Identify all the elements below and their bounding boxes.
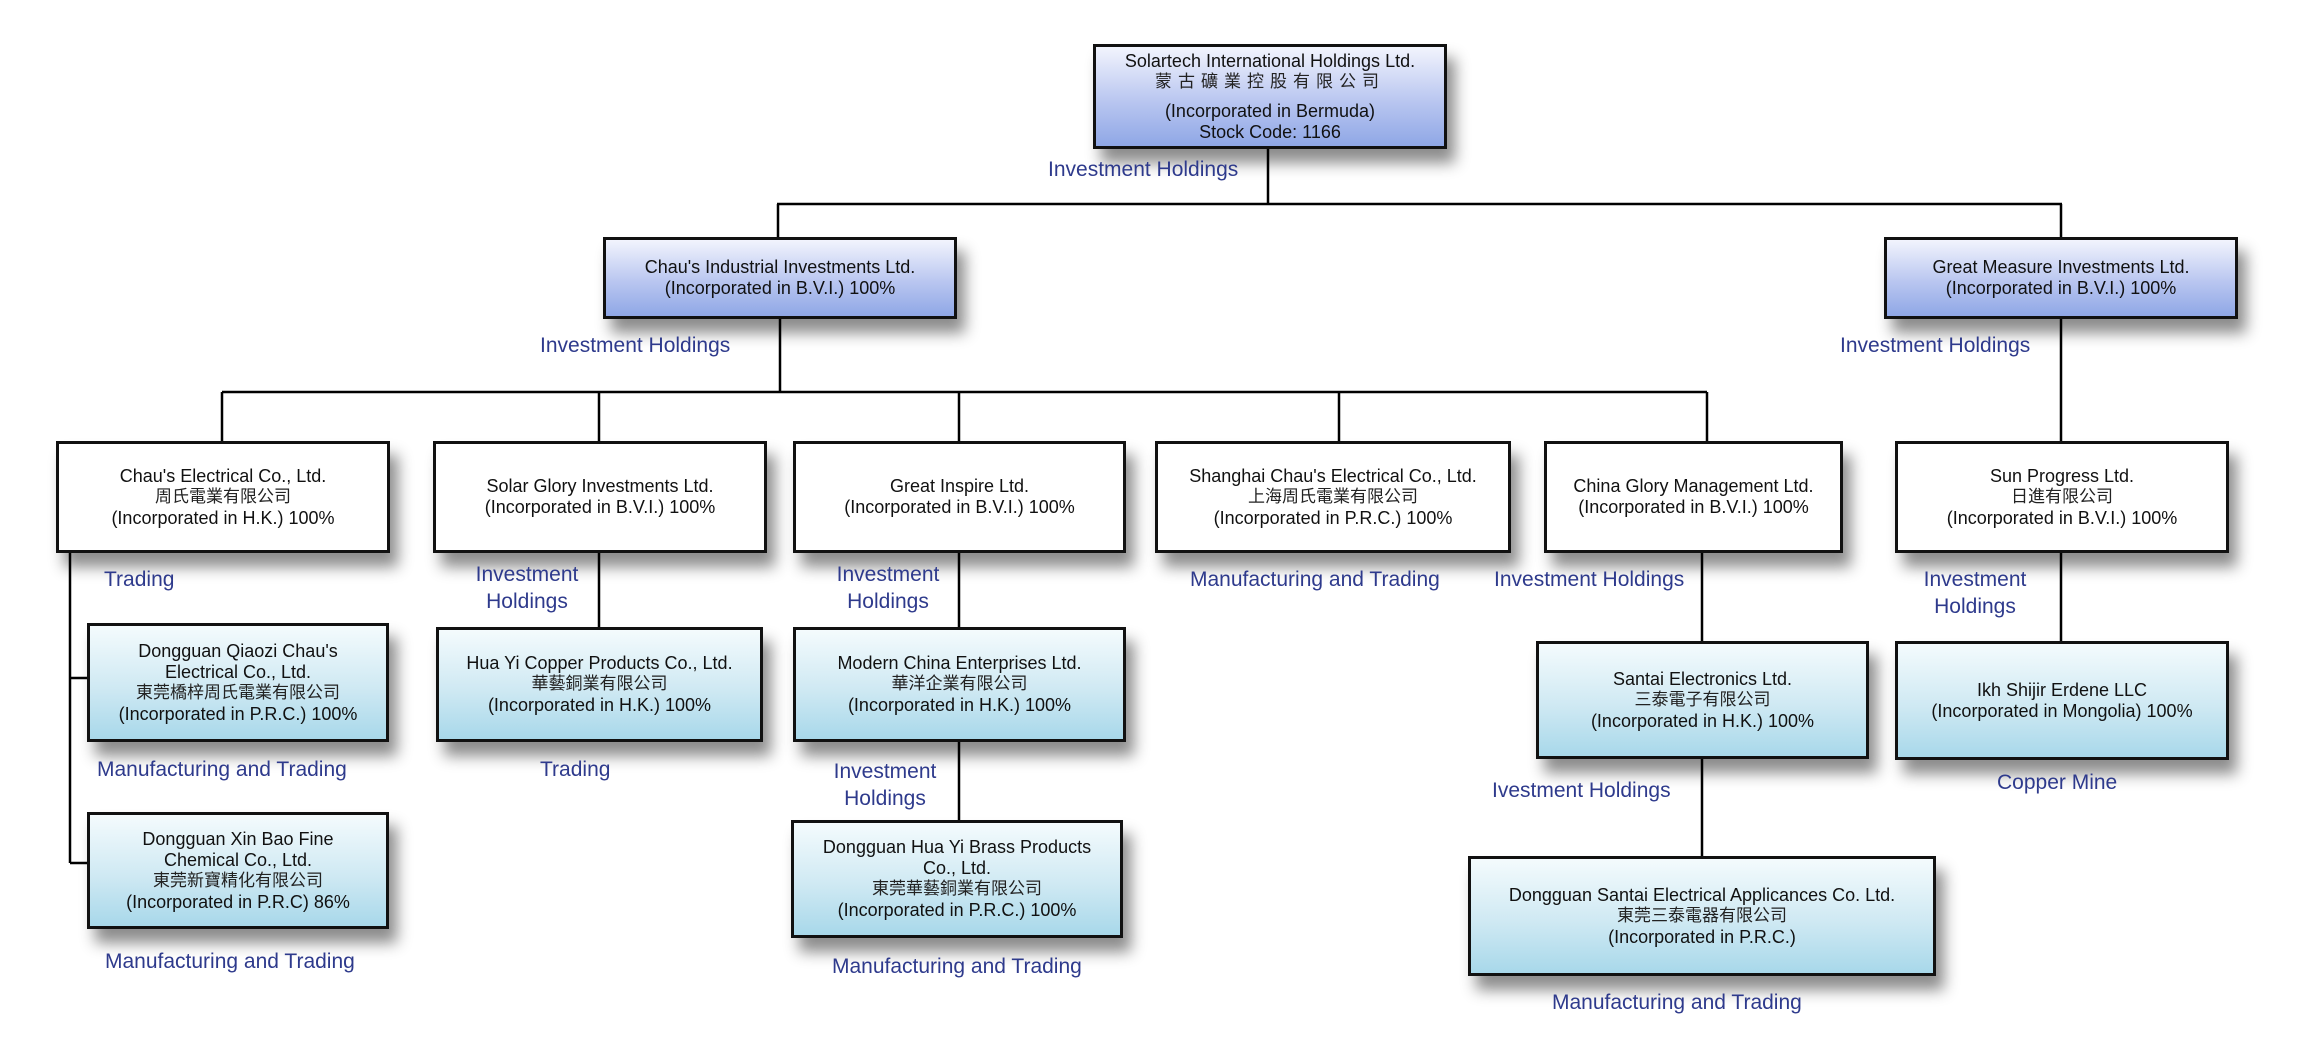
- incorporation: (Incorporated in H.K.) 100%: [111, 507, 335, 528]
- incorporation: (Incorporated in B.V.I.) 100%: [844, 497, 1075, 517]
- incorporation: (Incorporated in B.V.I.) 100%: [484, 497, 716, 517]
- activity-label-line2: Holdings: [844, 787, 926, 810]
- company-name-line1: Dongguan Xin Bao Fine: [142, 828, 334, 849]
- node-great-measure: Great Measure Investments Ltd. (Incorpor…: [1884, 237, 2238, 319]
- incorporation: (Incorporated in Mongolia) 100%: [1931, 700, 2193, 721]
- incorporation: (Incorporated in P.R.C.) 100%: [118, 703, 358, 724]
- node-solartech: Solartech International Holdings Ltd. 蒙古…: [1093, 44, 1447, 149]
- company-name-line1: Dongguan Qiaozi Chau's: [138, 640, 338, 661]
- node-great-inspire: Great Inspire Ltd. (Incorporated in B.V.…: [793, 441, 1126, 553]
- incorporation: (Incorporated in Bermuda): [1164, 100, 1376, 121]
- activity-label: Manufacturing and Trading: [97, 758, 347, 781]
- activity-label: Investment Holdings: [1840, 334, 2031, 357]
- activity-label: Investment Holdings: [820, 758, 950, 812]
- activity-label-line1: Investment: [1923, 568, 2027, 591]
- company-name-line1: Dongguan Hua Yi Brass Products: [822, 837, 1092, 857]
- incorporation: (Incorporated in B.V.I.) 100%: [1946, 507, 2178, 528]
- node-solar-glory: Solar Glory Investments Ltd. (Incorporat…: [433, 441, 767, 553]
- company-name: Ikh Shijir Erdene LLC: [1976, 679, 2148, 700]
- company-name-zh: 蒙古礦業控股有限公司: [1155, 71, 1385, 92]
- company-name-zh: 三泰電子有限公司: [1634, 689, 1771, 710]
- incorporation: (Incorporated in H.K.) 100%: [1590, 710, 1815, 731]
- company-name-zh: 東莞三泰電器有限公司: [1617, 905, 1787, 926]
- company-name-zh: 上海周氏電業有限公司: [1248, 486, 1418, 507]
- company-name-zh: 華洋企業有限公司: [891, 674, 1028, 694]
- company-name: Great Inspire Ltd.: [889, 476, 1030, 496]
- company-name-zh: 周氏電業有限公司: [155, 486, 291, 507]
- company-name-zh: 東莞橋梓周氏電業有限公司: [136, 682, 340, 703]
- incorporation: (Incorporated in P.R.C.): [1608, 926, 1796, 947]
- activity-label: Investment Holdings: [540, 334, 731, 357]
- company-name: Hua Yi Copper Products Co., Ltd.: [466, 653, 733, 673]
- incorporation: (Incorporated in P.R.C.) 100%: [837, 900, 1077, 920]
- activity-label-line1: Investment: [475, 563, 579, 586]
- company-name: Santai Electronics Ltd.: [1612, 668, 1793, 689]
- node-dongguan-hua-yi-brass: Dongguan Hua Yi Brass Products Co., Ltd.…: [791, 820, 1123, 938]
- incorporation: (Incorporated in B.V.I.) 100%: [1578, 497, 1809, 517]
- node-hua-yi-copper: Hua Yi Copper Products Co., Ltd. 華藝銅業有限公…: [436, 627, 763, 742]
- activity-label-line2: Holdings: [847, 590, 929, 613]
- activity-label: Manufacturing and Trading: [105, 950, 355, 973]
- activity-label: Investment Holdings: [1494, 568, 1685, 591]
- activity-label-line2: Holdings: [1934, 595, 2016, 618]
- activity-label: Manufacturing and Trading: [1552, 991, 1802, 1014]
- company-name-zh: 華藝銅業有限公司: [531, 674, 668, 694]
- company-name: China Glory Management Ltd.: [1573, 476, 1814, 496]
- stock-code: Stock Code: 1166: [1199, 121, 1341, 142]
- company-name: Modern China Enterprises Ltd.: [837, 653, 1082, 673]
- company-name-zh: 日進有限公司: [2011, 486, 2113, 507]
- company-name-line2: Chemical Co., Ltd.: [163, 849, 313, 870]
- incorporation: (Incorporated in H.K.) 100%: [847, 695, 1072, 715]
- node-dongguan-xin-bao: Dongguan Xin Bao Fine Chemical Co., Ltd.…: [87, 812, 389, 929]
- activity-label: Investment Holdings: [1048, 158, 1239, 181]
- activity-label: Investment Holdings: [823, 561, 953, 615]
- company-name: Great Measure Investments Ltd.: [1932, 257, 2190, 277]
- node-shanghai-chaus: Shanghai Chau's Electrical Co., Ltd. 上海周…: [1155, 441, 1511, 553]
- activity-label: Investment Holdings: [462, 561, 592, 615]
- activity-label: Trading: [104, 568, 175, 591]
- activity-label-line2: Holdings: [486, 590, 568, 613]
- activity-label-line1: Investment: [833, 760, 937, 783]
- incorporation: (Incorporated in B.V.I.) 100%: [1945, 278, 2177, 298]
- activity-label: Ivestment Holdings: [1492, 779, 1671, 802]
- activity-label: Investment Holdings: [1910, 566, 2040, 620]
- company-name: Chau's Industrial Investments Ltd.: [644, 257, 916, 277]
- activity-label-line1: Investment: [836, 563, 940, 586]
- activity-label: Manufacturing and Trading: [1190, 568, 1440, 591]
- incorporation: (Incorporated in B.V.I.) 100%: [664, 278, 896, 298]
- node-ikh-shijir: Ikh Shijir Erdene LLC (Incorporated in M…: [1895, 641, 2229, 760]
- company-name-zh: 東莞新寶精化有限公司: [153, 870, 323, 891]
- incorporation: (Incorporated in P.R.C) 86%: [126, 891, 350, 912]
- company-name-line2: Co., Ltd.: [922, 858, 992, 878]
- company-name: Chau's Electrical Co., Ltd.: [119, 465, 327, 486]
- node-chaus-industrial: Chau's Industrial Investments Ltd. (Inco…: [603, 237, 957, 319]
- node-dongguan-santai: Dongguan Santai Electrical Applicances C…: [1468, 856, 1936, 976]
- incorporation: (Incorporated in P.R.C.) 100%: [1213, 507, 1453, 528]
- company-name: Solartech International Holdings Ltd.: [1124, 50, 1416, 71]
- company-name: Dongguan Santai Electrical Applicances C…: [1508, 884, 1896, 905]
- incorporation: (Incorporated in H.K.) 100%: [487, 695, 712, 715]
- activity-label: Manufacturing and Trading: [832, 955, 1082, 978]
- node-china-glory: China Glory Management Ltd. (Incorporate…: [1544, 441, 1843, 553]
- company-name: Shanghai Chau's Electrical Co., Ltd.: [1189, 465, 1477, 486]
- company-name-zh: 東莞華藝銅業有限公司: [872, 879, 1042, 899]
- node-sun-progress: Sun Progress Ltd. 日進有限公司 (Incorporated i…: [1895, 441, 2229, 553]
- node-dongguan-qiaozi: Dongguan Qiaozi Chau's Electrical Co., L…: [87, 623, 389, 742]
- company-name: Solar Glory Investments Ltd.: [486, 476, 714, 496]
- activity-label: Copper Mine: [1997, 771, 2118, 794]
- node-modern-china: Modern China Enterprises Ltd. 華洋企業有限公司 (…: [793, 627, 1126, 742]
- activity-label: Trading: [540, 758, 611, 781]
- company-name: Sun Progress Ltd.: [1989, 465, 2135, 486]
- node-chaus-electrical: Chau's Electrical Co., Ltd. 周氏電業有限公司 (In…: [56, 441, 390, 553]
- company-name-line2: Electrical Co., Ltd.: [164, 661, 312, 682]
- node-santai-electronics: Santai Electronics Ltd. 三泰電子有限公司 (Incorp…: [1536, 641, 1869, 759]
